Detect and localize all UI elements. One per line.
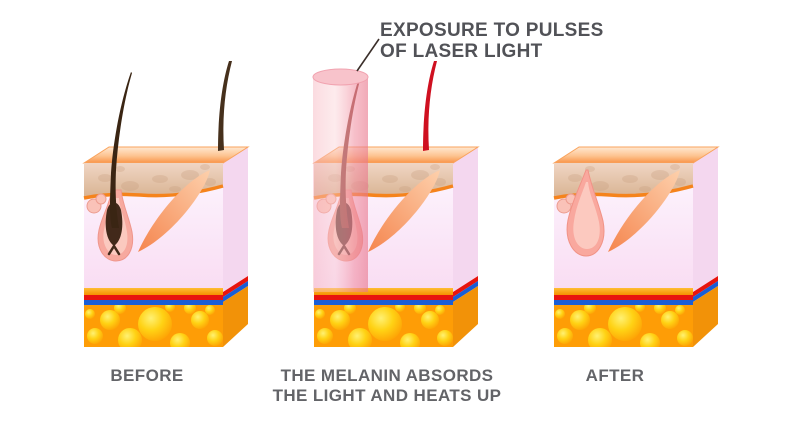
laser-beam-icon [312,68,369,292]
laser-exposure-label-line2: OF LASER LIGHT [380,41,543,62]
laser-exposure-label-line1: EXPOSURE TO PULSES [380,20,604,41]
caption-melanin: THE MELANIN ABSORDS THE LIGHT AND HEATS … [267,366,507,406]
caption-melanin-line2: THE LIGHT AND HEATS UP [272,386,502,405]
caption-melanin-line1: THE MELANIN ABSORDS [280,366,494,385]
caption-before: BEFORE [110,366,184,385]
skin-cross-section-after [530,58,730,363]
skin-cross-section-during-laser [290,61,490,363]
laser-exposure-label: EXPOSURE TO PULSES OF LASER LIGHT [380,20,610,62]
skin-cross-section-before [60,61,260,363]
second-hair-brown-icon [218,61,232,151]
red-heated-hair-icon [423,61,437,151]
caption-after: AFTER [585,366,645,385]
empty-follicle-icon [566,169,605,257]
